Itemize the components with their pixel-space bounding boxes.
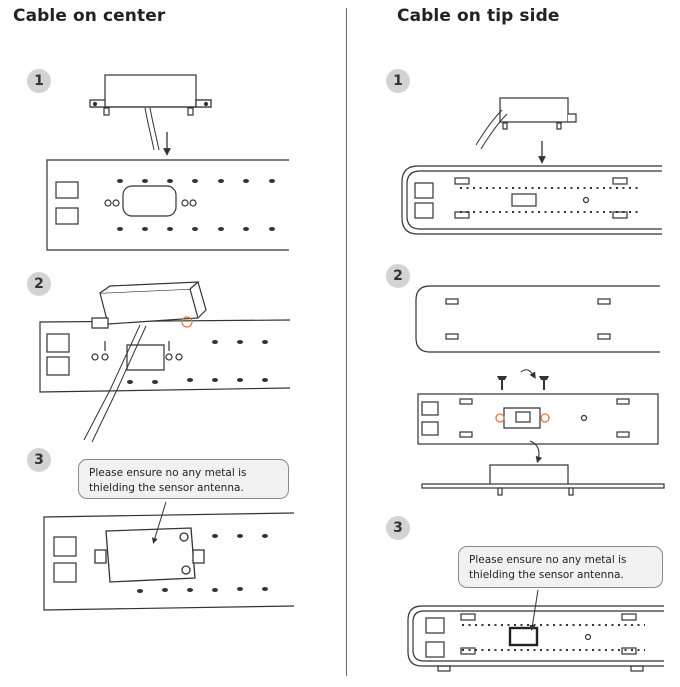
step-badge-left-1: 1 <box>27 69 51 93</box>
right-step1-housing <box>401 165 662 235</box>
callout-left-antenna-note: Please ensure no any metal is thielding … <box>78 459 289 499</box>
step-badge-left-2: 2 <box>27 272 51 296</box>
callout-left-line-1: Please ensure no any metal is <box>89 467 247 479</box>
right-step2-curved-arrow-bottom <box>529 440 543 464</box>
left-step1-fixture-plate <box>46 159 289 251</box>
step-badge-right-1: 1 <box>386 69 410 93</box>
right-step1-cable <box>475 109 508 150</box>
heading-cable-on-center: Cable on center <box>13 6 166 26</box>
callout-right-line-2: thielding the sensor antenna. <box>469 569 624 581</box>
column-divider <box>346 8 347 676</box>
screw-icon <box>497 376 549 390</box>
left-step1-sensor-box <box>89 74 212 116</box>
right-step2-sensor-box <box>421 464 665 496</box>
left-step3-fixture-holes <box>137 534 268 593</box>
callout-left-line-2: thielding the sensor antenna. <box>89 482 244 494</box>
left-step1-fixture-holes <box>117 179 275 231</box>
step-badge-right-2: 2 <box>386 264 410 288</box>
step-badge-left-3: 3 <box>27 448 51 472</box>
callout-right-antenna-note: Please ensure no any metal is thielding … <box>458 546 663 588</box>
left-step3-fixture-plate <box>43 512 295 611</box>
left-step3-sensor-box <box>94 527 205 583</box>
heading-cable-on-tip-side: Cable on tip side <box>397 6 560 26</box>
left-step2-cable <box>83 324 147 443</box>
right-step1-hole-rows <box>460 187 640 213</box>
step-badge-right-3: 3 <box>386 516 410 540</box>
callout-right-line-1: Please ensure no any metal is <box>469 554 627 566</box>
right-step3-sensor-module <box>508 626 539 647</box>
left-step2-sensor-box <box>91 281 207 329</box>
left-step2-fixture-plate <box>39 319 291 393</box>
right-step3-hole-rows <box>462 624 645 651</box>
right-step2-highlight-right <box>540 413 550 423</box>
left-step2-fixture-holes <box>127 340 268 384</box>
right-step2-plate <box>417 393 659 445</box>
right-step2-highlight-left <box>495 413 505 423</box>
right-step3-pointer-arrow <box>529 589 539 631</box>
right-step1-sensor-box <box>499 97 577 130</box>
right-step2-curved-arrow-top <box>520 369 536 379</box>
left-step3-pointer-arrow <box>152 501 167 544</box>
left-step1-cable <box>144 107 160 151</box>
left-step2-highlight-ring <box>181 316 193 328</box>
right-step2-cover <box>415 285 660 353</box>
